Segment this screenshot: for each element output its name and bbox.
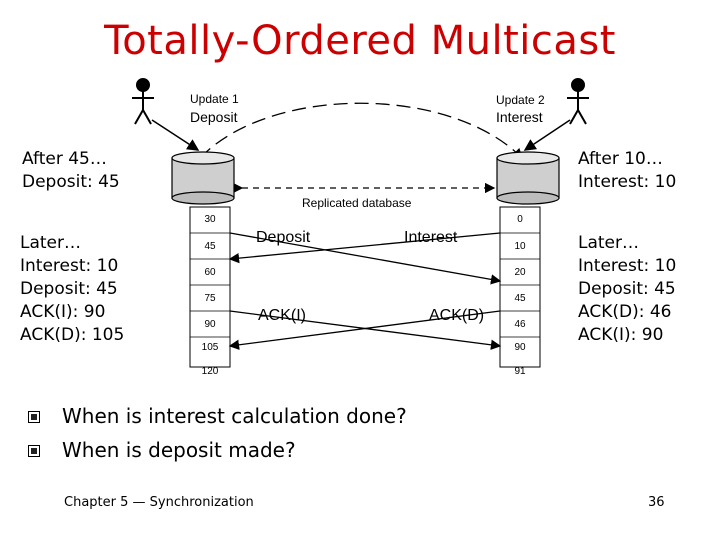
left-clock-value: 45 (204, 241, 216, 252)
page-number: 36 (648, 495, 665, 510)
update2-sub: Interest (496, 109, 543, 125)
ack-d-message-label: ACK(D) (429, 307, 485, 324)
interest-message-label: Interest (404, 229, 458, 246)
right-clock-value: 46 (514, 319, 526, 330)
slide-title: Totally-Ordered Multicast (104, 18, 616, 64)
question-2: When is deposit made? (62, 438, 296, 462)
left-note-bottom: Later… Interest: 10 Deposit: 45 ACK(I): … (20, 233, 125, 345)
right-note-top: After 10… Interest: 10 (578, 149, 677, 192)
update1-label: Update 1 (190, 92, 239, 106)
right-clock-value: 91 (514, 366, 526, 377)
user-left-icon (132, 78, 154, 125)
database-left-icon (171, 151, 235, 205)
deposit-message-label: Deposit (256, 229, 311, 246)
deposit-message-arrow (229, 232, 502, 285)
left-clock-column (189, 206, 231, 368)
database-right-icon (496, 151, 560, 205)
right-note-bottom: Later… Interest: 10 Deposit: 45 ACK(D): … (578, 233, 677, 345)
bullet-icon (28, 445, 40, 457)
interest-message-arrow (228, 232, 501, 264)
replicated-database-label: Replicated database (302, 196, 412, 210)
left-clock-value: 90 (204, 319, 216, 330)
left-clock-value: 75 (204, 293, 216, 304)
left-clock-value: 30 (204, 214, 216, 225)
update2-label: Update 2 (496, 93, 545, 107)
right-clock-value: 20 (514, 267, 526, 278)
update1-arrow (151, 119, 200, 151)
right-clock-value: 0 (517, 214, 523, 225)
user-right-icon (567, 78, 589, 125)
ack-i-message-label: ACK(I) (258, 307, 306, 324)
left-clock-value: 60 (204, 267, 216, 278)
footer-chapter: Chapter 5 — Synchronization (64, 495, 254, 510)
update2-arrow (523, 119, 571, 151)
left-clock-value: 105 (201, 342, 219, 353)
right-clock-value: 10 (514, 241, 526, 252)
left-note-top: After 45… Deposit: 45 (22, 149, 120, 192)
left-clock-value: 120 (201, 366, 219, 377)
update1-sub: Deposit (190, 109, 238, 125)
question-1: When is interest calculation done? (62, 404, 407, 428)
bullet-icon (28, 411, 40, 423)
right-clock-column (499, 206, 541, 368)
ack-d-message-arrow (228, 310, 501, 350)
right-clock-value: 45 (514, 293, 526, 304)
right-clock-value: 90 (514, 342, 526, 353)
dashed-arc-top (199, 102, 523, 159)
